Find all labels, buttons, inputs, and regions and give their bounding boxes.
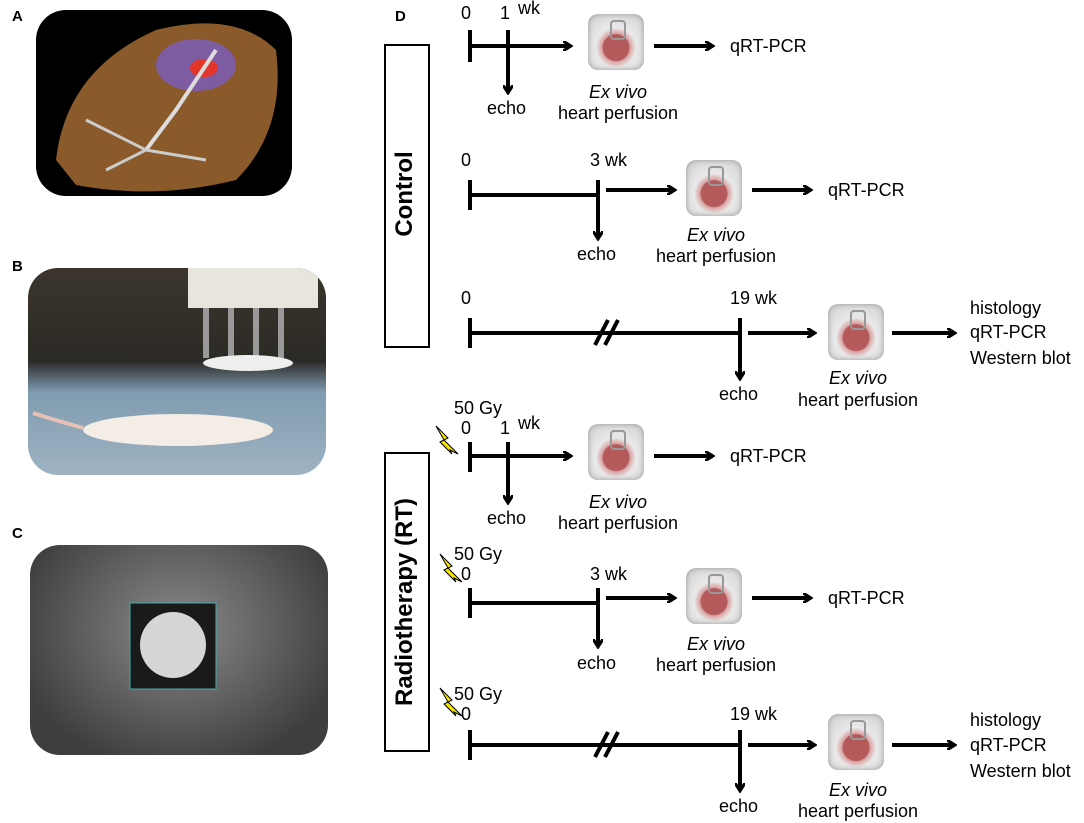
- timeline-control-1wk: [468, 30, 510, 62]
- lightning-icon: [439, 553, 463, 583]
- perfusion-label: heart perfusion: [557, 103, 679, 123]
- tick-unit: wk: [518, 0, 540, 18]
- panel-label-c: C: [12, 525, 23, 542]
- tick-start: 0: [461, 704, 472, 724]
- perfusion-label: heart perfusion: [557, 513, 679, 533]
- output-label: Western blot: [970, 761, 1071, 781]
- heart-perfusion-image-r1: [588, 424, 644, 480]
- dose-label: 50 Gy: [454, 544, 503, 564]
- tick-end: 19 wk: [730, 288, 778, 308]
- panel-label-a: A: [12, 8, 23, 25]
- perfusion-italic: Ex vivo: [588, 492, 648, 512]
- xray-field-image: [129, 602, 217, 690]
- heart-perfusion-image-r3: [828, 714, 884, 770]
- heart-perfusion-image-c3: [828, 304, 884, 360]
- axis-break-r3: [593, 731, 620, 758]
- panel-a-3d-render: [36, 10, 292, 196]
- tick-end: 1: [500, 3, 511, 23]
- output-label: histology: [970, 710, 1042, 730]
- perfusion-italic: Ex vivo: [686, 225, 746, 245]
- echo-label: echo: [577, 244, 617, 264]
- tick-start: 0: [461, 418, 472, 438]
- timeline-rt-1wk: [468, 442, 510, 472]
- dose-label: 50 Gy: [454, 398, 503, 418]
- output-label: Western blot: [970, 348, 1071, 368]
- tick-unit: wk: [518, 413, 540, 433]
- axis-break-c3: [593, 319, 620, 346]
- heart-perfusion-image-c1: [588, 14, 644, 70]
- rt-label-box: [384, 452, 430, 752]
- perfusion-italic: Ex vivo: [588, 82, 648, 102]
- lightning-icon: [435, 425, 459, 455]
- control-label-box: [384, 44, 430, 348]
- output-label: histology: [970, 298, 1042, 318]
- perfusion-italic: Ex vivo: [828, 780, 888, 800]
- perfusion-label: heart perfusion: [655, 655, 777, 675]
- output-label: qRT-PCR: [970, 322, 1047, 342]
- timeline-control-3wk: [468, 180, 600, 210]
- perfusion-label: heart perfusion: [797, 390, 919, 410]
- heart-perfusion-image-r2: [686, 568, 742, 624]
- dose-label: 50 Gy: [454, 684, 503, 704]
- perfusion-italic: Ex vivo: [686, 634, 746, 654]
- tick-end: 19 wk: [730, 704, 778, 724]
- panel-b-setup-photo: [28, 268, 326, 475]
- tick-start: 0: [461, 150, 472, 170]
- output-label: qRT-PCR: [970, 735, 1047, 755]
- tick-end: 3 wk: [590, 150, 628, 170]
- perfusion-label: heart perfusion: [797, 801, 919, 821]
- irradiator-rat-image: [32, 268, 318, 446]
- panel-label-b: B: [12, 258, 23, 275]
- rat-skeleton-image: [56, 23, 278, 192]
- timeline-rt-3wk: [468, 588, 600, 618]
- output-label: qRT-PCR: [828, 180, 905, 200]
- tick-start: 0: [461, 564, 472, 584]
- output-label: qRT-PCR: [730, 446, 807, 466]
- heart-perfusion-image-c2: [686, 160, 742, 216]
- echo-label: echo: [487, 508, 527, 528]
- perfusion-italic: Ex vivo: [828, 368, 888, 388]
- output-label: qRT-PCR: [730, 36, 807, 56]
- tick-start: 0: [461, 288, 472, 308]
- output-label: qRT-PCR: [828, 588, 905, 608]
- panel-label-d: D: [395, 8, 406, 25]
- tick-start: 0: [461, 3, 472, 23]
- echo-label: echo: [487, 98, 527, 118]
- lightning-icon: [439, 687, 463, 717]
- panel-c-xray-image: [30, 545, 328, 755]
- echo-label: echo: [719, 796, 759, 816]
- tick-end: 3 wk: [590, 564, 628, 584]
- echo-label: echo: [577, 653, 617, 673]
- perfusion-label: heart perfusion: [655, 246, 777, 266]
- echo-label: echo: [719, 384, 759, 404]
- tick-end: 1: [500, 418, 511, 438]
